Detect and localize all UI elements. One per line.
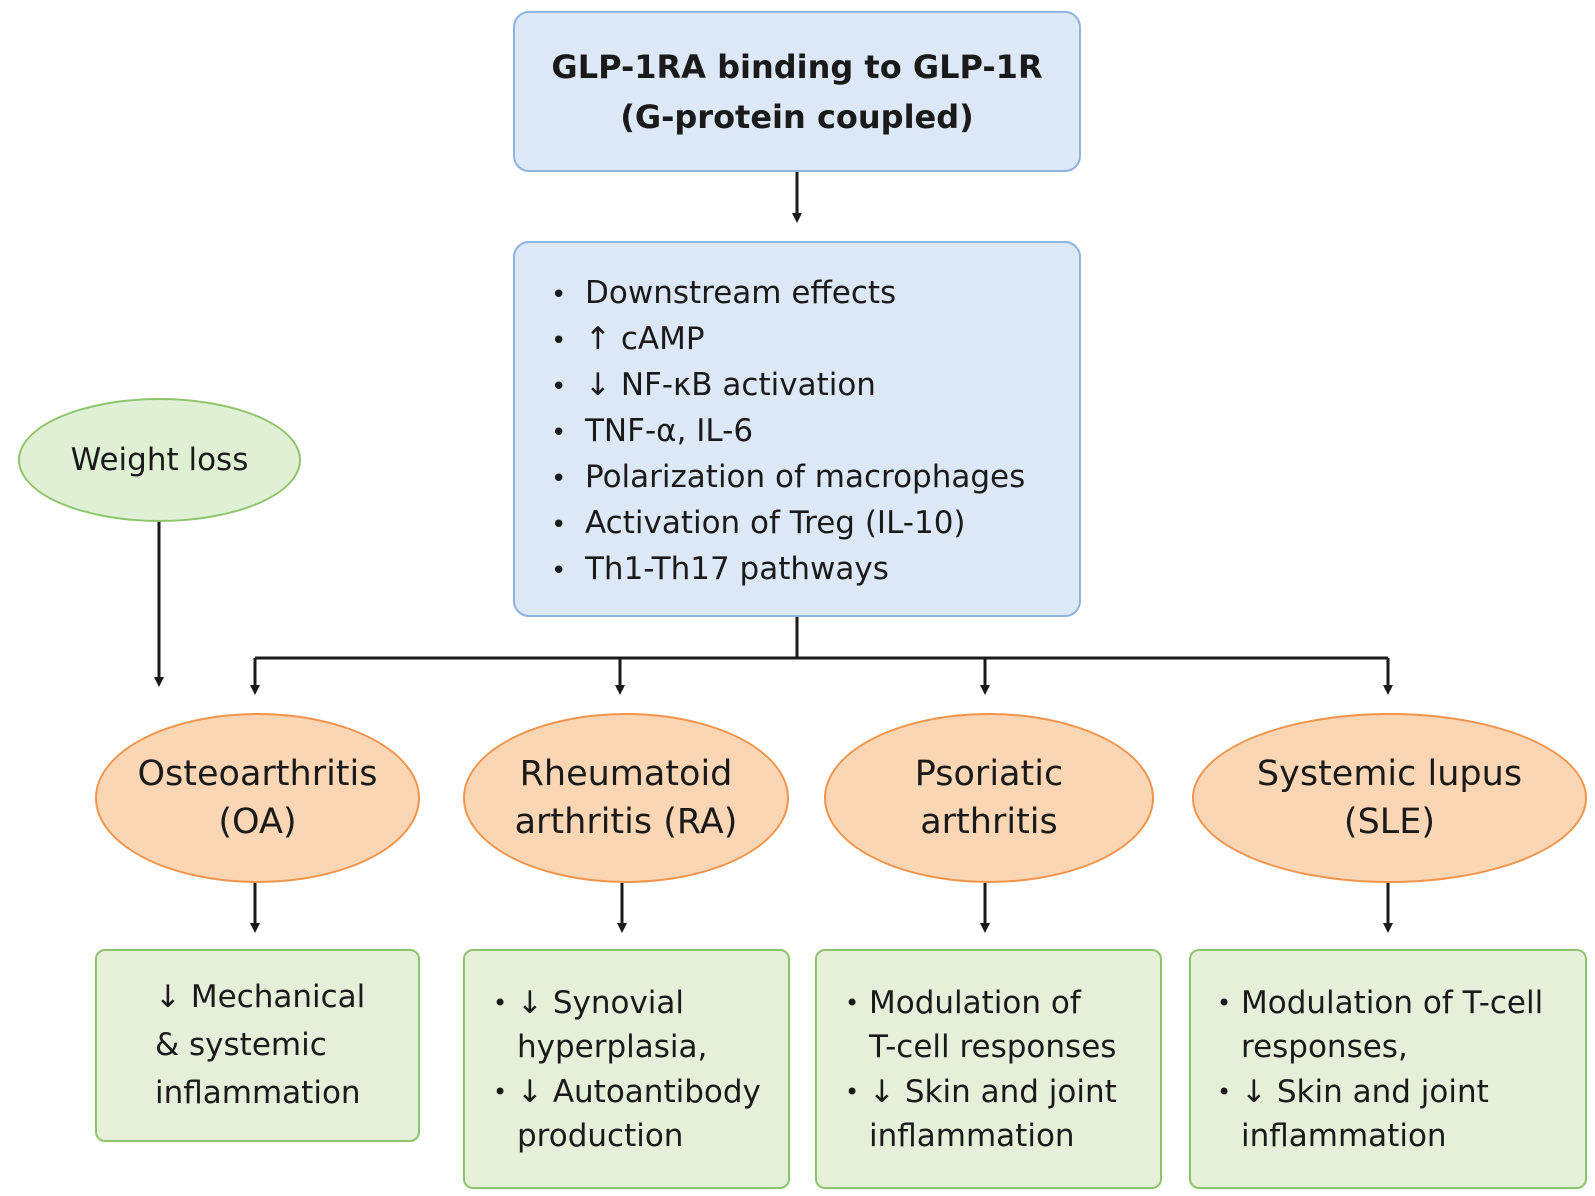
effect-item: •↑ cAMP [551, 317, 1025, 363]
bullet-icon: • [551, 280, 567, 310]
outcome-line: & systemic [155, 1027, 327, 1063]
disease-label: (SLE) [1343, 802, 1436, 842]
outcome-item: • ↓ Skin and joint inflammation [1217, 1070, 1489, 1158]
disease-label: Psoriatic [914, 754, 1064, 794]
glp1-binding-subtitle: (G-protein coupled) [620, 97, 974, 136]
effect-item: •TNF-α, IL-6 [551, 409, 1025, 455]
effect-item: •Polarization of macrophages [551, 455, 1025, 501]
effect-item: •Th1-Th17 pathways [551, 547, 1025, 593]
bullet-icon: • [493, 1078, 508, 1106]
rheumatoid-arthritis-node: Rheumatoid arthritis (RA) [463, 713, 789, 883]
weight-loss-label: Weight loss [70, 442, 249, 478]
osteoarthritis-node: Osteoarthritis (OA) [95, 713, 420, 883]
bullet-icon: • [551, 464, 567, 494]
glp1-binding-title: GLP-1RA binding to GLP-1R [551, 47, 1043, 86]
bullet-icon: • [845, 989, 860, 1017]
systemic-lupus-node: Systemic lupus (SLE) [1192, 713, 1587, 883]
bullet-icon: • [551, 510, 567, 540]
ra-outcome-box: • ↓ Synovial hyperplasia, • ↓ Autoantibo… [463, 949, 790, 1189]
disease-label: (OA) [218, 802, 297, 842]
effect-item: •Activation of Treg (IL-10) [551, 501, 1025, 547]
effect-item: •↓ NF-κB activation [551, 363, 1025, 409]
effect-item: •Downstream effects [551, 271, 1025, 317]
bullet-icon: • [1217, 989, 1232, 1017]
disease-label: arthritis (RA) [514, 802, 738, 842]
bullet-icon: • [1217, 1078, 1232, 1106]
disease-label: Rheumatoid [519, 754, 733, 794]
outcome-line: ↓ Mechanical [155, 979, 366, 1015]
downstream-effects-list: •Downstream effects •↑ cAMP •↓ NF-κB act… [551, 271, 1025, 593]
outcome-item: • ↓ Skin and joint inflammation [845, 1070, 1117, 1158]
outcome-item: • ↓ Autoantibody production [493, 1070, 761, 1158]
bullet-icon: • [551, 326, 567, 356]
sle-outcome-box: • Modulation of T-cell responses, • ↓ Sk… [1189, 949, 1587, 1189]
glp1-binding-box: GLP-1RA binding to GLP-1R (G-protein cou… [513, 11, 1081, 172]
outcome-item: • Modulation of T-cell responses, [1217, 981, 1543, 1069]
psa-outcome-box: • Modulation of T-cell responses • ↓ Ski… [815, 949, 1162, 1189]
bullet-icon: • [493, 989, 508, 1017]
bullet-icon: • [551, 372, 567, 402]
downstream-effects-box: •Downstream effects •↑ cAMP •↓ NF-κB act… [513, 241, 1081, 617]
weight-loss-node: Weight loss [18, 398, 301, 522]
bullet-icon: • [551, 556, 567, 586]
oa-outcome-box: ↓ Mechanical & systemic inflammation [95, 949, 420, 1142]
psoriatic-arthritis-node: Psoriatic arthritis [824, 713, 1154, 883]
outcome-item: • Modulation of T-cell responses [845, 981, 1116, 1069]
bullet-icon: • [845, 1078, 860, 1106]
disease-label: arthritis [920, 802, 1058, 842]
bullet-icon: • [551, 418, 567, 448]
disease-label: Systemic lupus [1256, 754, 1523, 794]
disease-label: Osteoarthritis [137, 754, 378, 794]
outcome-item: • ↓ Synovial hyperplasia, [493, 981, 707, 1069]
outcome-line: inflammation [155, 1075, 361, 1111]
